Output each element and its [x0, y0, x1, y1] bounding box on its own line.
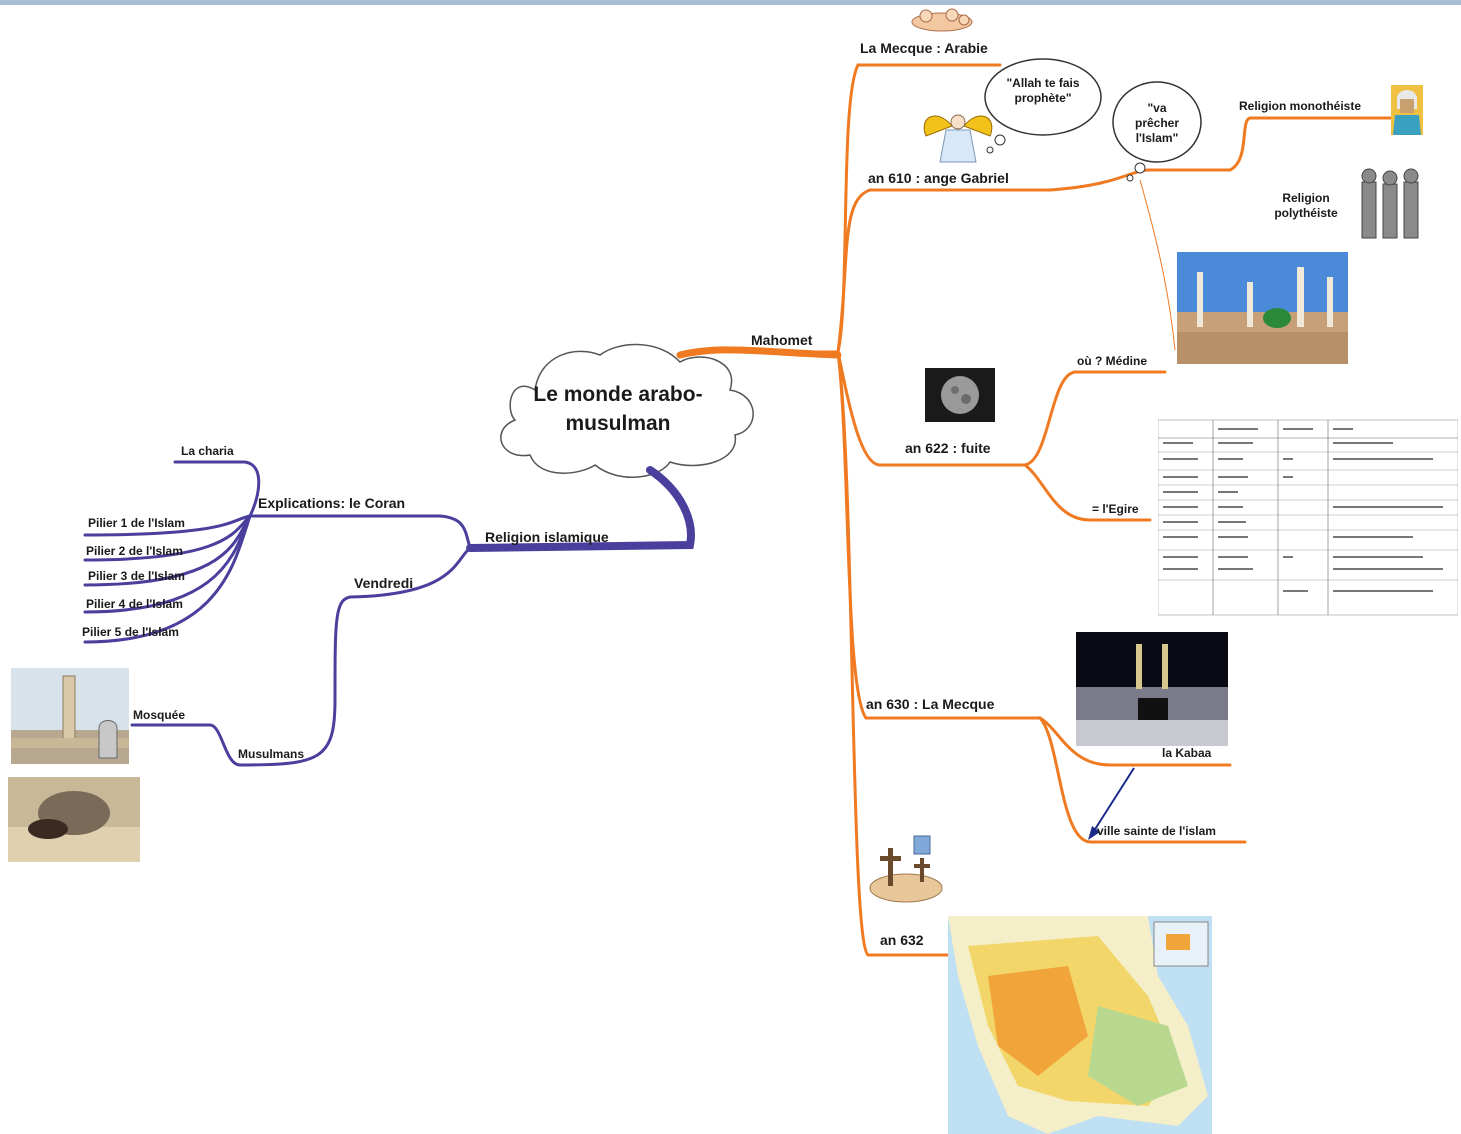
node-musulmans[interactable]: Musulmans	[238, 747, 305, 761]
angel-icon	[923, 114, 993, 163]
node-pilier-4[interactable]: Pilier 4 de l'Islam	[86, 597, 183, 611]
central-cloud-shape	[500, 343, 754, 478]
node-ville-sainte[interactable]: ville sainte de l'islam	[1097, 824, 1216, 838]
kaaba-photo-icon	[1076, 632, 1228, 746]
node-pilier-5[interactable]: Pilier 5 de l'Islam	[82, 625, 179, 639]
bubble-allah: "Allah te fais prophète"	[1006, 76, 1080, 105]
node-mosquee[interactable]: Mosquée	[133, 708, 186, 722]
node-religion-islamique[interactable]: Religion islamique	[485, 529, 609, 545]
node-egire[interactable]: = l'Egire	[1092, 502, 1139, 516]
graves-icon	[869, 835, 943, 903]
node-an-630[interactable]: an 630 : La Mecque	[866, 696, 995, 712]
node-an-622[interactable]: an 622 : fuite	[905, 440, 991, 456]
node-mahomet[interactable]: Mahomet	[751, 332, 813, 348]
idols-icon	[1361, 168, 1419, 239]
node-pilier-3[interactable]: Pilier 3 de l'Islam	[88, 569, 185, 583]
node-religion-monotheiste[interactable]: Religion monothéiste	[1239, 99, 1362, 113]
egire-document-icon	[1158, 390, 1458, 640]
node-la-charia[interactable]: La charia	[181, 444, 234, 458]
top-border	[0, 0, 1461, 5]
bubble-precher: "va prêcher l'Islam"	[1134, 101, 1180, 145]
node-explications-coran[interactable]: Explications: le Coran	[258, 495, 406, 511]
node-pilier-2[interactable]: Pilier 2 de l'Islam	[86, 544, 183, 558]
mosque-photo-icon	[1177, 252, 1348, 364]
map-icon	[948, 916, 1212, 1134]
central-topic[interactable]: Le monde arabo-musulman	[533, 383, 703, 435]
node-ou-medine[interactable]: où ? Médine	[1077, 354, 1147, 368]
node-vendredi[interactable]: Vendredi	[354, 575, 414, 591]
node-pilier-1[interactable]: Pilier 1 de l'Islam	[88, 516, 185, 530]
node-an-610[interactable]: an 610 : ange Gabriel	[868, 170, 1009, 186]
praying-figures-icon	[911, 8, 973, 32]
prophet-icon	[1391, 85, 1423, 135]
node-kabaa[interactable]: la Kabaa	[1162, 746, 1212, 760]
node-an-632[interactable]: an 632	[880, 932, 924, 948]
node-la-mecque-arabie[interactable]: La Mecque : Arabie	[860, 40, 988, 56]
node-religion-polytheiste[interactable]: Religion polythéiste	[1274, 191, 1338, 220]
hassan-mosque-photo-icon	[11, 668, 129, 764]
prayer-photo-icon	[8, 777, 140, 862]
moon-icon	[925, 368, 995, 422]
